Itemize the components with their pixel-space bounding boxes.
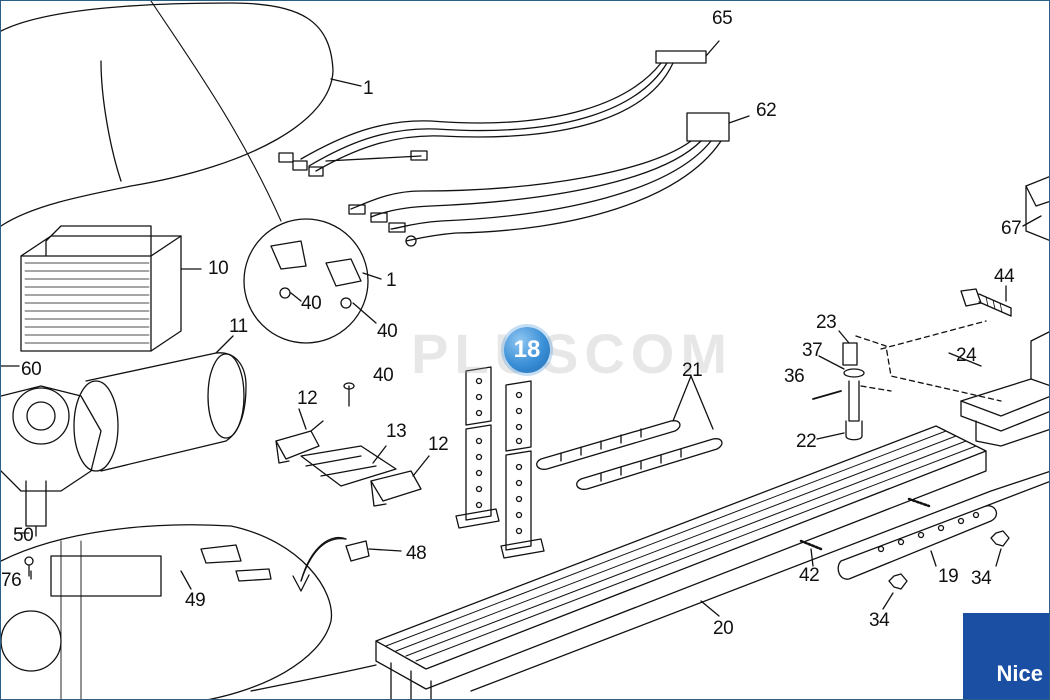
part-label-37: 37 [802,340,823,361]
microswitch-12b [370,470,422,507]
part-label-22: 22 [796,431,817,452]
part-67 [1022,176,1049,241]
part-label-12b: 12 [428,434,449,455]
brand-logo: Nice [963,613,1049,699]
part-label-49: 49 [185,590,206,611]
selected-part-badge-18[interactable]: 18 [504,327,550,373]
bolt-44 [960,285,1012,317]
microswitch-12a [275,420,324,464]
part-label-21: 21 [682,360,703,381]
part-label-11: 11 [229,316,248,337]
pin-assembly [812,330,865,441]
motor-11 [73,335,247,472]
part-label-76: 76 [1,570,22,591]
part-label-19: 19 [938,566,959,587]
part-label-23: 23 [816,312,837,333]
part-label-42: 42 [799,565,820,586]
cover-part [1,2,334,227]
rack-19 [837,481,1049,580]
part-label-13: 13 [386,421,407,442]
part-label-67: 67 [1001,218,1022,239]
part-label-60: 60 [21,359,42,380]
part-label-62: 62 [756,100,777,121]
part-label-1b: 1 [386,270,397,291]
part-label-40a: 40 [301,293,322,314]
base-plate [1,524,333,699]
part-label-20: 20 [713,618,734,639]
bracket-24 [948,331,1049,447]
transformer-10 [20,225,202,352]
part-label-40c: 40 [373,365,394,386]
part-label-34a: 34 [971,568,992,589]
part-label-40b: 40 [377,321,398,342]
part-label-1: 1 [363,78,374,99]
part-label-48: 48 [406,543,427,564]
gearbox-60 [1,365,102,537]
part-label-44: 44 [994,266,1015,287]
part-label-36: 36 [784,366,805,387]
strip-bracket-18 [455,366,545,559]
part-label-24: 24 [956,345,977,366]
watermark-text: PLUSCOM [411,322,733,385]
rail-20 [250,425,1049,699]
wire-harness-65 [655,50,707,64]
wire-harness-62 [686,112,730,142]
part-label-50: 50 [13,525,34,546]
part-label-12a: 12 [297,388,318,409]
microswitch-bracket-13 [300,445,397,487]
part-label-65: 65 [712,8,733,29]
part-label-10: 10 [208,258,229,279]
detail-circle [243,218,369,344]
part-label-34b: 34 [869,610,890,631]
strip-21 [536,375,723,490]
